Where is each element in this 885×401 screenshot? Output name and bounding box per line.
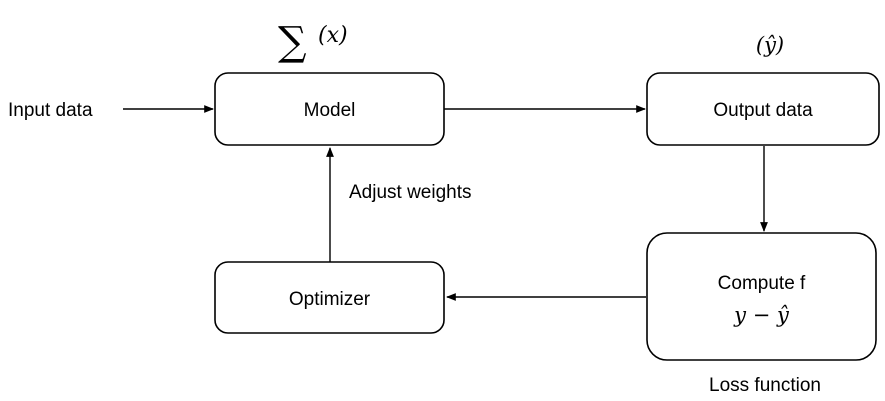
optimizer-node: Optimizer	[214, 261, 445, 334]
summation-symbol: ∑	[278, 19, 307, 65]
summation-annotation: ∑ (x)	[278, 19, 348, 65]
model-label: Model	[304, 100, 356, 121]
model-node: Model	[214, 72, 445, 146]
input-data-label: Input data	[8, 100, 93, 121]
loss-node: Compute f y − ŷ	[646, 232, 877, 361]
prediction-annotation: (ŷ)	[756, 33, 784, 57]
loss-function-caption: Loss function	[709, 375, 821, 396]
loss-formula: y − ŷ	[733, 303, 790, 327]
optimizer-label: Optimizer	[289, 289, 371, 310]
compute-f-label: Compute f	[718, 273, 806, 294]
output-data-label: Output data	[713, 100, 813, 121]
summation-argument: (x)	[318, 23, 348, 48]
adjust-weights-label: Adjust weights	[349, 182, 472, 203]
output-data-node: Output data	[646, 72, 880, 146]
